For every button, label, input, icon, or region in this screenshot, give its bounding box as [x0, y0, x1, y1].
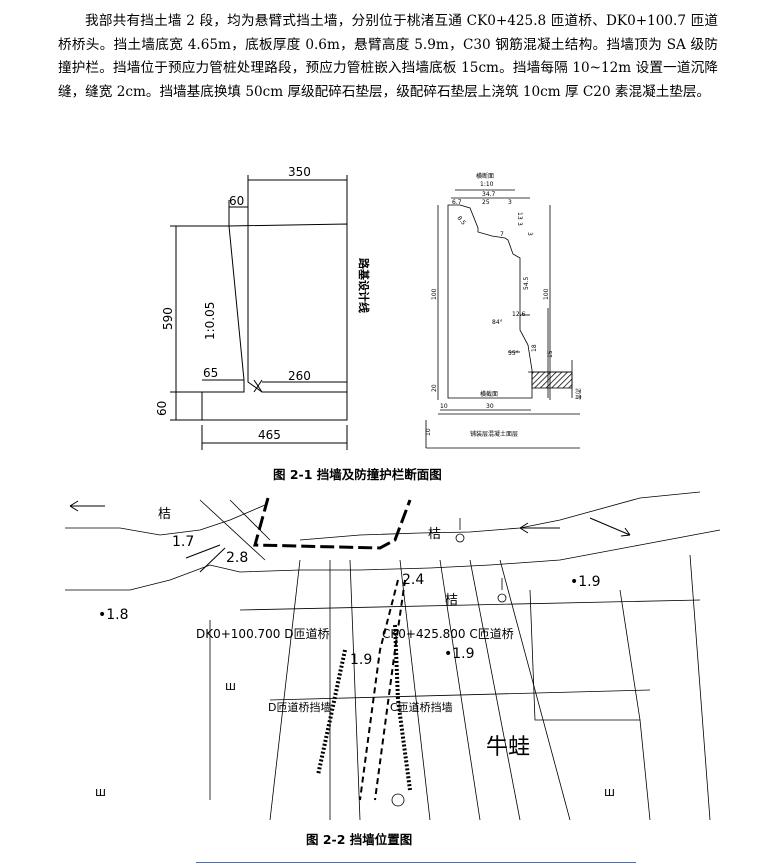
elev-1-8: •1.8 — [98, 607, 129, 623]
field-label: 牛蛙 — [486, 735, 530, 760]
dim-25: 25 — [482, 199, 490, 206]
dim-10: 10 — [440, 403, 448, 410]
barrier-title: 横断面 — [476, 172, 494, 180]
dim-7: 7 — [500, 231, 504, 238]
elev-1-9-center: 1.9 — [350, 652, 372, 668]
dim-67: 6.7 — [452, 199, 462, 206]
dim-3c: 3 — [526, 232, 533, 236]
dim-55: 55° — [508, 350, 519, 357]
dim-height: 590 — [161, 307, 175, 330]
dim-126: 12.6 — [512, 311, 526, 318]
dim-85: 8.5 — [455, 215, 467, 227]
dim-347: 34.7 — [482, 191, 496, 198]
intro-paragraph: 我部共有挡土墙 2 段，均为悬臂式挡土墙，分别位于桃渚互通 CK0+425.8 … — [58, 13, 718, 100]
wall-c-label: C匝道桥挡墙 — [390, 700, 453, 714]
dim-100b: 100 — [543, 288, 550, 300]
tree-label-1: 桔 — [158, 507, 171, 522]
figure2-caption: 图 2-2 挡墙位置图 — [306, 832, 413, 847]
dim-15: 15 — [547, 350, 554, 358]
dim-84: 84° — [492, 319, 503, 326]
wall-section-drawing: 350 60 590 1:0.05 65 260 60 465 路基设计线 — [155, 165, 370, 450]
elev-2-4: 2.4 — [402, 572, 424, 588]
wall-d-label: D匝道桥挡墙 — [268, 700, 331, 714]
dim-3: 3 — [508, 199, 512, 206]
label-bottom: 铺装层混凝土面层 — [470, 430, 518, 438]
tree-label-2: 桔 — [428, 527, 441, 542]
elev-2-8: 2.8 — [226, 550, 248, 566]
dim-13: 13 — [516, 212, 523, 220]
barrier-scale: 1:10 — [480, 181, 494, 188]
dim-65: 65 — [203, 366, 218, 380]
dim-slope: 1:0.05 — [203, 302, 217, 340]
elev-1-7: 1.7 — [172, 534, 194, 550]
dim-20: 20 — [431, 384, 438, 392]
dim-60-top: 60 — [229, 194, 244, 208]
tree-label-3: 桔 — [445, 593, 458, 608]
dim-260: 260 — [288, 369, 311, 383]
wall-location-map: 1.7 2.8 2.4 •1.9 •1.8 1.9 •1.9 桔 桔 桔 DK0… — [65, 491, 721, 820]
page-bottom-rule — [196, 862, 636, 863]
dim-10b: 10 — [425, 428, 432, 436]
dim-60-base: 60 — [155, 401, 169, 416]
station-c: CK0+425.800 C匝道桥 — [382, 627, 514, 641]
elev-1-9-mid: •1.9 — [444, 646, 475, 662]
figure1-caption: 图 2-1 挡墙及防撞护栏断面图 — [273, 467, 442, 482]
field-mark-2: ш — [225, 679, 236, 693]
dim-30: 30 — [486, 403, 494, 410]
dim-100: 100 — [431, 288, 438, 300]
elev-1-9-right: •1.9 — [570, 574, 601, 590]
dim-base: 465 — [258, 428, 281, 442]
dim-545: 54.5 — [523, 276, 530, 290]
dim-top: 350 — [288, 165, 311, 179]
barrier-section-drawing: 横断面 1:10 34.7 6.7 25 3 8.5 3 13 7 3 100 … — [425, 172, 582, 449]
label-fill: 横截面 — [480, 390, 498, 398]
dim-18: 18 — [531, 344, 538, 352]
field-mark-1: ш — [95, 785, 106, 799]
station-d: DK0+100.700 D匝道桥 — [196, 627, 329, 641]
dim-3b: 3 — [516, 222, 523, 226]
road-design-line-label: 路基设计线 — [357, 258, 370, 313]
label-right: 沥青 — [574, 388, 582, 400]
field-mark-3: ш — [604, 785, 615, 799]
